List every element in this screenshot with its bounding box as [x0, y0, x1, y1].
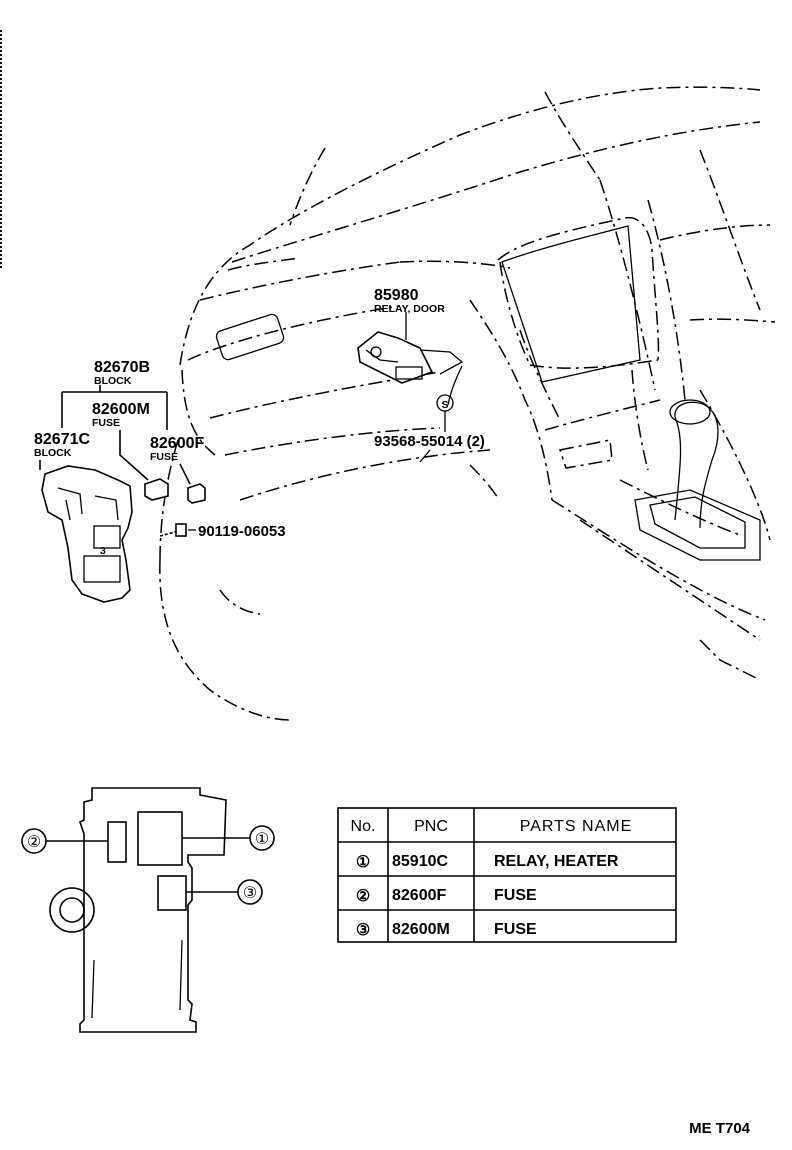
junction-block-part [41, 465, 133, 603]
table-cell-name: FUSE [494, 887, 537, 904]
table-header-pnc: PNC [414, 818, 448, 835]
table-header-parts-name: PARTS NAME [520, 818, 633, 835]
shift-console [634, 399, 761, 561]
relay-door-pnc: 85980 [374, 287, 419, 304]
marker-1-label: ① [255, 831, 269, 848]
leader-fuse-82600f [179, 463, 191, 485]
glovebox-panel [501, 225, 641, 383]
block-82671c-pnc: 82671C [34, 431, 90, 448]
block-location-diagram [49, 787, 227, 1033]
marker-3-label: ③ [243, 885, 257, 902]
leader-screw-2 [419, 449, 431, 463]
fuse-82600f-part [187, 483, 206, 504]
table-cell-pnc: 82600F [392, 887, 446, 904]
figure-code: ME T704 [689, 1120, 751, 1137]
table-cell-pnc: 85910C [392, 853, 448, 870]
block-number-label: 3 [100, 545, 106, 557]
block-82670b-pnc: 82670B [94, 359, 150, 376]
screw-pnc: 93568-55014 (2) [374, 433, 485, 450]
vent-slot [215, 313, 285, 361]
relay-bracket-line [447, 365, 463, 406]
parts-table [337, 807, 677, 943]
table-cell-no: ② [356, 888, 370, 905]
table-cell-name: FUSE [494, 921, 537, 938]
relay-door-name: RELAY, DOOR [374, 303, 445, 315]
table-cell-name: RELAY, HEATER [494, 853, 619, 870]
screw-symbol-label: S [441, 399, 448, 411]
block-82671c-name: BLOCK [34, 447, 72, 459]
fuse-82600f-name: FUSE [150, 451, 178, 463]
fuse-82600f-pnc: 82600F [150, 435, 204, 452]
fuse-82600m-pnc: 82600M [92, 401, 150, 418]
table-cell-pnc: 82600M [392, 921, 450, 938]
dashboard-outline [159, 86, 776, 721]
leader-fuse-82600m [119, 430, 149, 481]
fuse-82600m-name: FUSE [92, 417, 120, 429]
bolt-pnc: 90119-06053 [198, 523, 286, 540]
table-cell-no: ① [356, 854, 370, 871]
fuse-82600m-part [144, 478, 169, 501]
marker-2-label: ② [27, 834, 41, 851]
table-header-no: No. [351, 818, 376, 835]
bolt-part [159, 523, 187, 537]
table-cell-no: ③ [356, 922, 370, 939]
block-82670b-name: BLOCK [94, 375, 132, 387]
relay-door-part [357, 331, 464, 384]
